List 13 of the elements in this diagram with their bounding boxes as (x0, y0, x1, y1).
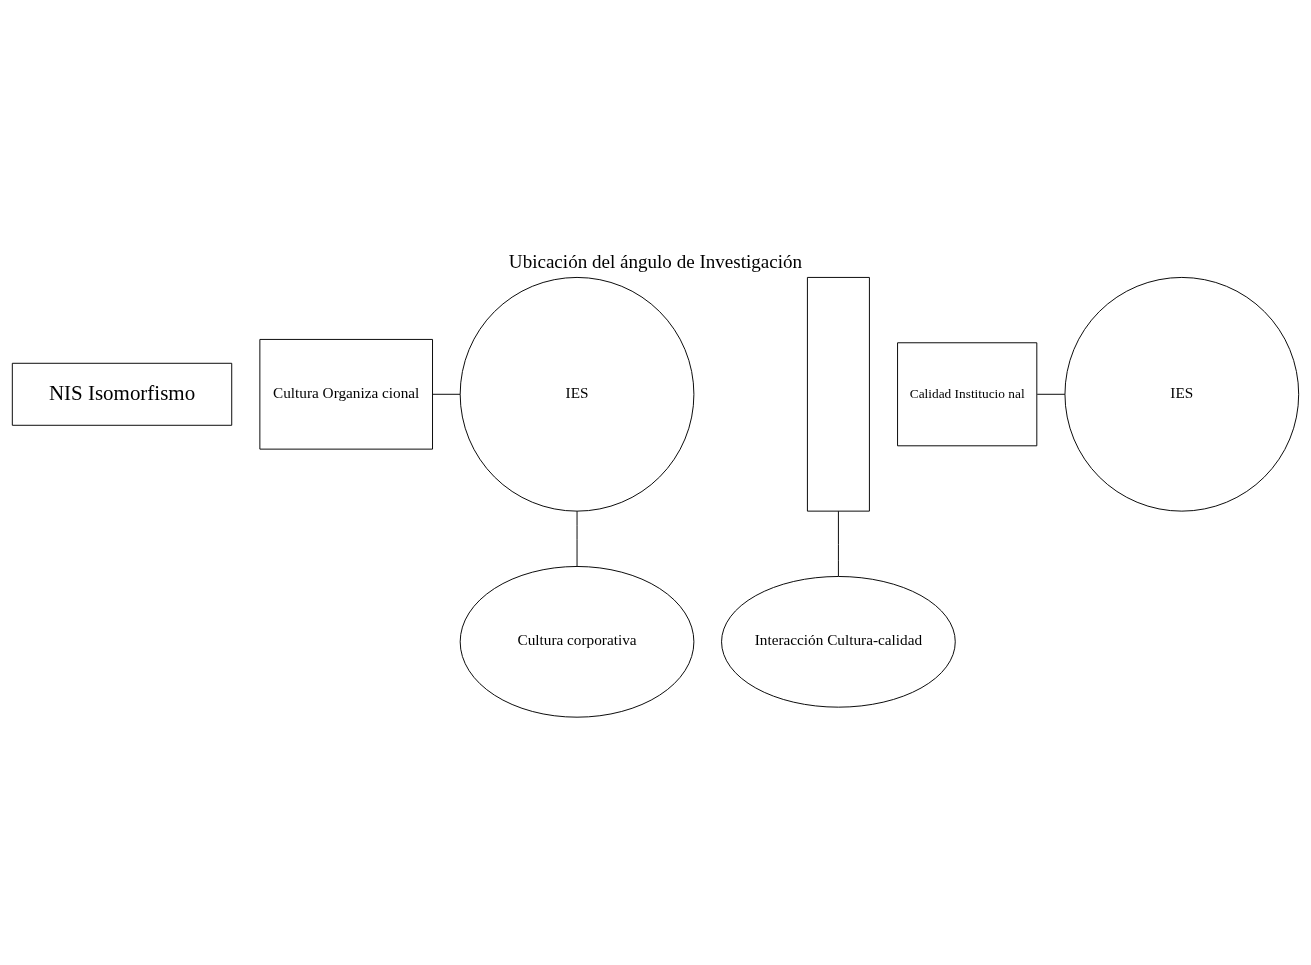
node-box: Cultura Organiza cional (259, 338, 433, 450)
node-box: NIS Isomorfismo (11, 362, 233, 426)
node-ellipse: Interacción Cultura-calidad (721, 575, 956, 708)
node-box: Calidad Institucio nal (897, 341, 1038, 446)
node-ellipse: Cultura corporativa (459, 565, 695, 718)
connector (432, 393, 461, 395)
connector (837, 510, 839, 577)
node-bar (806, 276, 870, 512)
connector (576, 510, 578, 567)
connector (1036, 393, 1066, 395)
diagram-title: Ubicación del ángulo de Investigación (508, 250, 803, 272)
node-circle: IES (459, 276, 695, 512)
node-circle: IES (1064, 276, 1300, 512)
